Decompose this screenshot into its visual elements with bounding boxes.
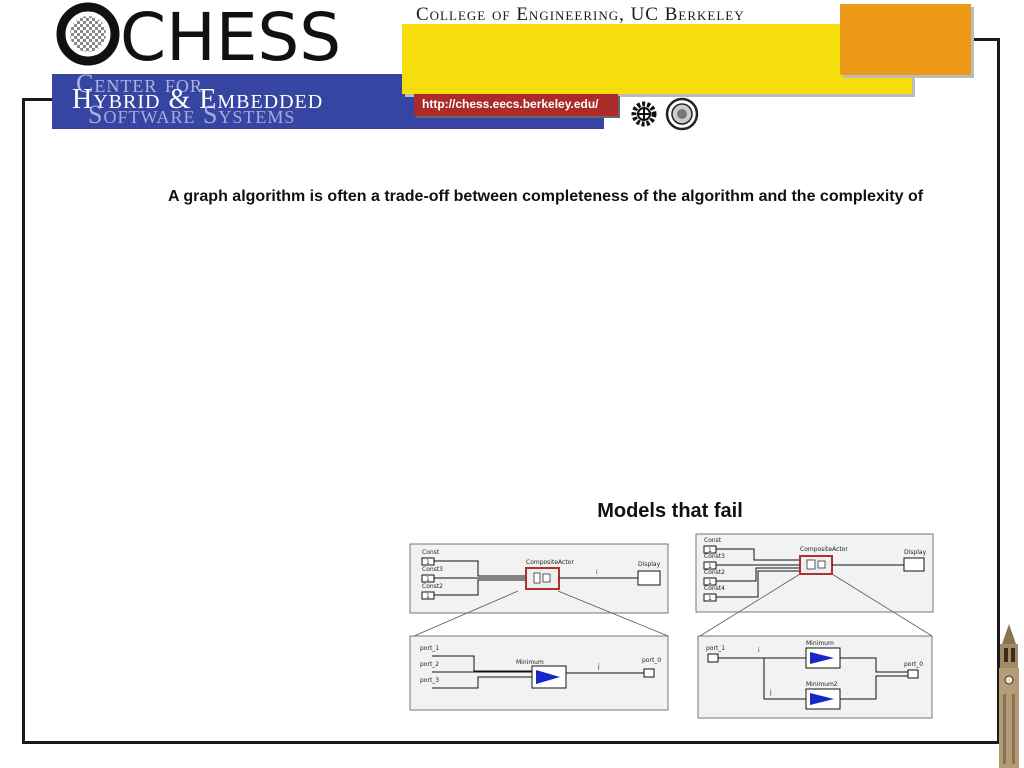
left-const-value-0: 1 bbox=[426, 559, 430, 566]
right-const-label-3: Const4 bbox=[704, 585, 725, 592]
right-const-value-0: 1 bbox=[708, 547, 712, 554]
left-minimum-label: Minimum bbox=[516, 659, 544, 666]
center-for-text: Center for bbox=[76, 69, 203, 98]
gear-seal-icon bbox=[631, 101, 657, 127]
url-box[interactable] bbox=[414, 94, 618, 116]
left-const-label-2: Const2 bbox=[422, 583, 443, 590]
left-display-block bbox=[637, 570, 661, 586]
right-const-label-0: Const bbox=[704, 537, 722, 544]
left-port-1: port_1 bbox=[420, 645, 439, 652]
left-relation-i: i bbox=[596, 569, 598, 576]
right-relation-j: j bbox=[769, 689, 772, 696]
left-display-label: Display bbox=[638, 561, 661, 568]
software-systems-text: Software Systems bbox=[88, 100, 296, 129]
right-minimum2-label: Minimum2 bbox=[806, 681, 838, 688]
college-title: College of Engineering, UC Berkeley bbox=[416, 4, 745, 25]
header-yellow-band bbox=[402, 24, 912, 94]
right-composite-actor bbox=[799, 555, 833, 575]
right-minimum-label: Minimum bbox=[806, 640, 834, 647]
left-const-label-0: Const bbox=[422, 549, 440, 556]
frame-left-line bbox=[22, 98, 25, 744]
campanile-tower-icon bbox=[999, 624, 1019, 768]
right-const-value-3: 1 bbox=[708, 595, 712, 602]
right-port-out: port_0 bbox=[904, 661, 923, 668]
hybrid-embedded-text: Hybrid & Embedded bbox=[72, 84, 324, 115]
center-line-1: Center for bbox=[76, 69, 203, 98]
right-const-value-1: 1 bbox=[708, 563, 712, 570]
right-const-value-2: 1 bbox=[708, 579, 712, 586]
left-port-out: port_0 bbox=[642, 657, 661, 664]
left-composite-actor bbox=[525, 567, 560, 590]
right-model-diagram: Const Const3 Const2 Const4 1 1 1 1 Compo… bbox=[695, 533, 934, 719]
left-relation-j: j bbox=[597, 663, 600, 670]
right-port-in: port_1 bbox=[706, 645, 725, 652]
left-composite-label: CompositeActor bbox=[526, 559, 574, 566]
university-seal-icon bbox=[665, 97, 699, 131]
left-port-3: port_3 bbox=[420, 677, 439, 684]
right-composite-label: CompositeActor bbox=[800, 546, 848, 553]
frame-left-top-line bbox=[22, 98, 54, 101]
header-orange-block bbox=[840, 4, 971, 75]
left-model-diagram: Const Const3 Const2 1 1 1 CompositeActor… bbox=[409, 543, 669, 711]
right-const-label-1: Const3 bbox=[704, 553, 725, 560]
left-const-value-1: 1 bbox=[426, 576, 430, 583]
frame-bottom-line bbox=[22, 741, 1000, 744]
right-display-label: Display bbox=[904, 549, 927, 556]
logo-text: CHESS bbox=[120, 0, 341, 70]
right-display-block bbox=[903, 557, 925, 572]
right-const-label-2: Const2 bbox=[704, 569, 725, 576]
url-link[interactable]: http://chess.eecs.berkeley.edu/ bbox=[422, 97, 599, 111]
models-that-fail-heading: Models that fail bbox=[597, 500, 743, 522]
left-const-value-2: 1 bbox=[426, 593, 430, 600]
frame-right-line bbox=[997, 38, 1000, 744]
left-const-label-1: Const3 bbox=[422, 566, 443, 573]
left-port-2: port_2 bbox=[420, 661, 439, 668]
chess-logo: CHESS bbox=[56, 0, 341, 70]
paragraph-text: A graph algorithm is often a trade-off b… bbox=[168, 188, 924, 205]
right-relation-i: i bbox=[758, 647, 760, 654]
